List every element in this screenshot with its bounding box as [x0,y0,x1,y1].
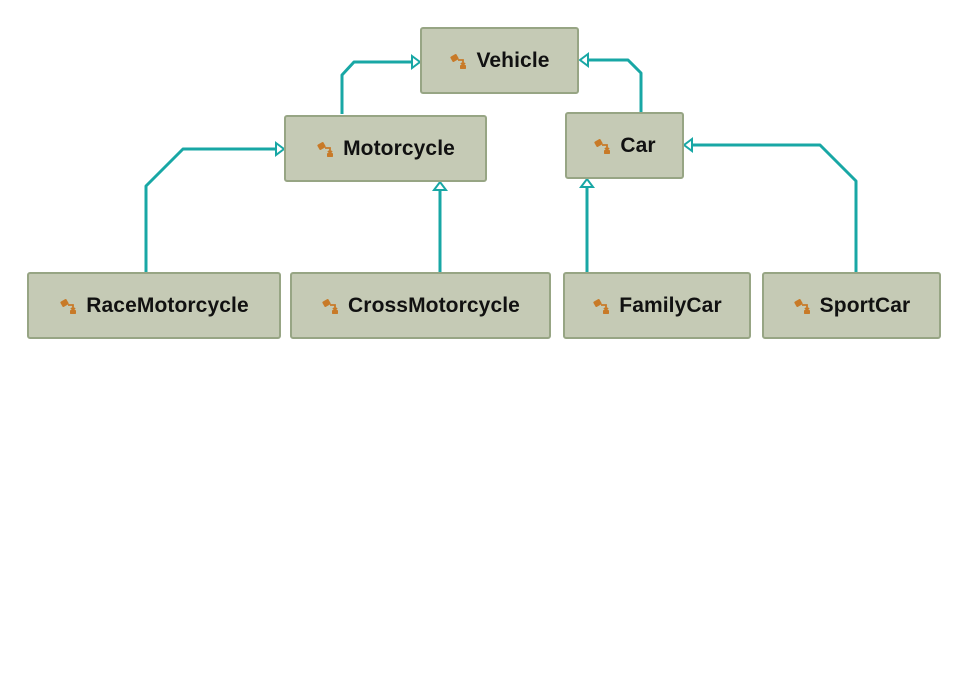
class-node-vehicle[interactable]: Vehicle [420,27,579,94]
edge-car-to-vehicle [588,58,643,112]
class-name: FamilyCar [619,293,722,317]
class-node-crossmotorcycle[interactable]: CrossMotorcycle [290,272,551,339]
class-icon [593,298,610,314]
class-name: Motorcycle [343,136,455,160]
edge-sportcar-to-car [692,143,858,272]
edge-motorcycle-to-vehicle [340,60,414,114]
arrowhead-car-bottom [579,177,595,188]
class-name: SportCar [819,293,911,317]
arrowhead-motorcycle-bottom [432,180,448,191]
class-icon [60,298,77,314]
arrowhead-vehicle-left [411,54,422,70]
class-name: RaceMotorcycle [86,293,249,317]
class-name: CrossMotorcycle [348,293,520,317]
arrowhead-car-right [682,137,693,153]
class-name: Vehicle [476,48,550,72]
class-node-motorcycle[interactable]: Motorcycle [284,115,487,182]
class-icon [317,141,334,157]
class-icon [794,298,810,314]
class-name: Car [620,133,656,157]
class-icon [594,138,611,154]
class-icon [450,53,467,69]
class-icon [322,298,339,314]
arrowhead-vehicle-right [578,52,589,68]
class-node-sportcar[interactable]: SportCar [762,272,941,339]
edge-racemotorcycle-to-motorcycle [144,147,277,272]
arrowhead-motorcycle-left [275,141,286,157]
class-node-familycar[interactable]: FamilyCar [563,272,751,339]
class-node-racemotorcycle[interactable]: RaceMotorcycle [27,272,281,339]
class-node-car[interactable]: Car [565,112,684,179]
